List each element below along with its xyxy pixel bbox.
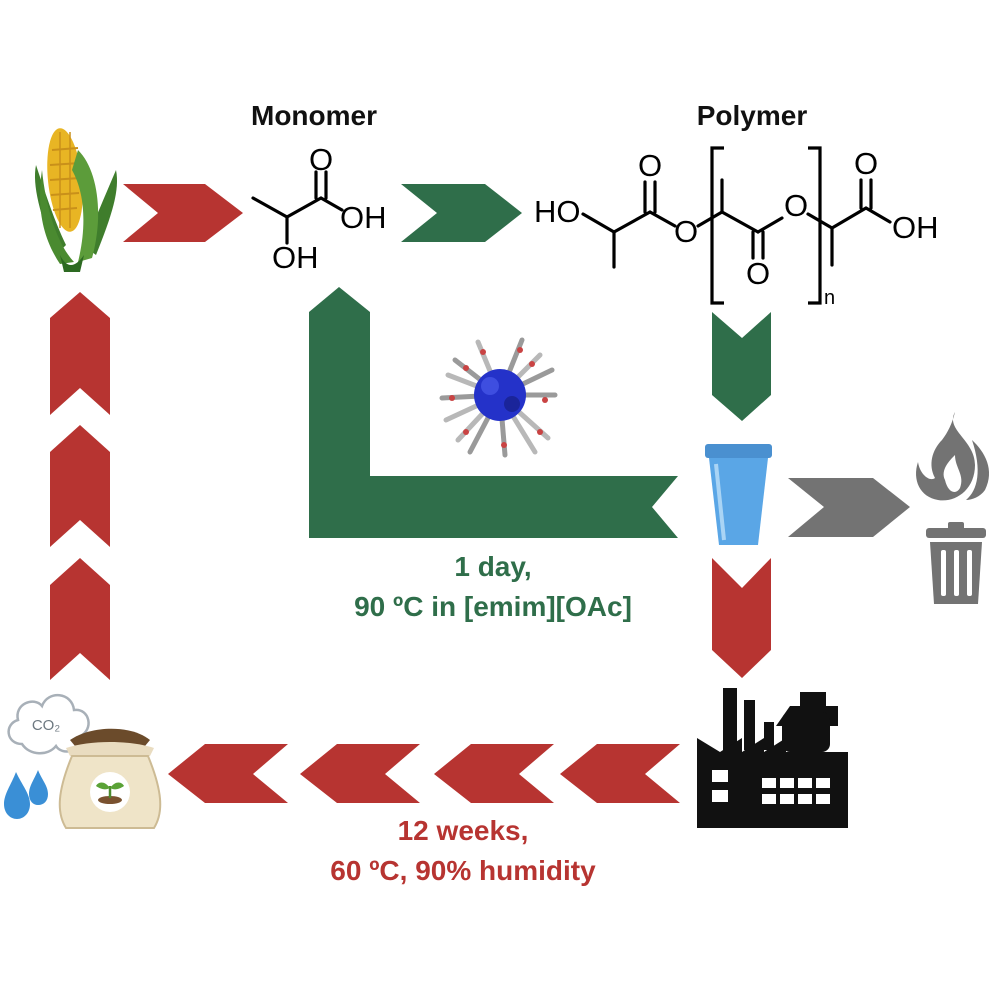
arrow-polymer-to-cup [712, 312, 771, 421]
arrow-monomer-to-polymer [401, 184, 522, 242]
polymer-acid-oh: OH [892, 210, 939, 245]
compost-time: 12 weeks, [398, 815, 529, 846]
polymer-structure: HO O O O O O OH n [534, 146, 939, 309]
repeat-bracket-left [710, 146, 724, 305]
arrow-factory-left-4 [168, 744, 288, 803]
monomer-carbonyl-o: O [309, 142, 333, 177]
trash-can-icon [926, 522, 986, 604]
monomer-acid-oh: OH [340, 200, 387, 235]
repeat-subscript-n: n [824, 287, 835, 309]
co2-cloud-icon: CO₂ [7, 694, 90, 755]
compost-conditions: 60 ºC, 90% humidity [330, 855, 596, 886]
polymer-ester-o-1: O [674, 214, 698, 249]
compost-bag-icon [58, 728, 162, 829]
co2-label: CO₂ [32, 717, 61, 734]
arrow-cup-to-factory [712, 558, 771, 678]
water-drops-icon [4, 770, 48, 819]
monomer-structure: O OH OH [251, 142, 387, 275]
monomer-label: Monomer [251, 100, 377, 131]
arrow-up-2 [50, 425, 110, 547]
chemical-recycling-conditions: 90 ºC in [emim][OAc] [354, 591, 632, 622]
arrow-factory-left-3 [300, 744, 420, 803]
polymer-carbonyl-o-2: O [746, 256, 770, 291]
arrow-corn-to-monomer [123, 184, 243, 242]
arrow-up-1 [50, 292, 110, 415]
nanoparticle-icon [439, 337, 558, 458]
arrow-factory-left-1 [560, 744, 680, 803]
chemical-recycling-time: 1 day, [454, 551, 531, 582]
arrow-factory-left-2 [434, 744, 554, 803]
factory-icon [697, 688, 848, 828]
plastic-cup-icon [705, 444, 772, 545]
arrow-cup-to-disposal [788, 478, 910, 537]
arrow-up-3 [50, 558, 110, 680]
repeat-bracket-right [808, 146, 822, 305]
monomer-alcohol-oh: OH [272, 240, 319, 275]
polymer-carbonyl-o-1: O [638, 148, 662, 183]
polymer-carbonyl-o-3: O [854, 146, 878, 181]
polymer-ester-o-2: O [784, 188, 808, 223]
polymer-label: Polymer [697, 100, 808, 131]
arrow-polymer-to-monomer-recycle [309, 287, 678, 538]
polymer-ho: HO [534, 194, 581, 229]
corn-icon [34, 128, 118, 272]
fire-icon [916, 412, 990, 501]
